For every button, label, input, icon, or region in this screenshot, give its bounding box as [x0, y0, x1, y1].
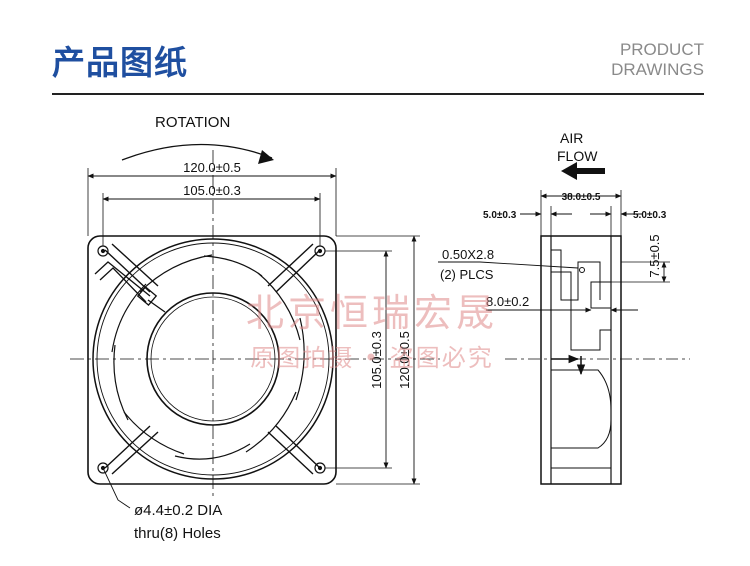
motor-hub: [146, 292, 280, 426]
side-detail-mid: [551, 271, 611, 351]
dim-outer-height: 120.0±0.5: [397, 331, 412, 389]
terminal-leader: [438, 261, 579, 269]
dim-hole-height: 105.0±0.3: [369, 331, 384, 389]
hole-note-line-2: thru(8) Holes: [134, 525, 221, 542]
terminal-note-line-1: 0.50X2.8: [442, 247, 494, 262]
header-divider: [52, 93, 704, 95]
rotation-arc: [121, 143, 273, 161]
dim-hole-width: 105.0±0.3: [183, 183, 241, 198]
motor-hub-inner: [150, 296, 276, 422]
dim-outer-width: 120.0±0.5: [183, 160, 241, 175]
front-view: [70, 143, 440, 509]
lead-cable: [94, 261, 166, 313]
dim-terminal-height: 7.5±0.5: [647, 234, 662, 277]
frame-spokes: [104, 243, 321, 475]
side-detail-lower: [551, 369, 612, 411]
side-detail-upper: [551, 249, 601, 301]
terminal-block: [590, 281, 612, 309]
fan-opening: [92, 238, 334, 480]
side-detail-bottom: [551, 419, 612, 449]
dim-left-offset: 5.0±0.3: [483, 210, 517, 221]
hole-note-line-1: ø4.4±0.2 DIA: [134, 502, 222, 519]
terminal-pin: [579, 267, 585, 273]
airflow-arrow: [561, 162, 605, 180]
rotation-label: ROTATION: [155, 114, 230, 131]
side-view: [438, 190, 690, 485]
airflow-label-line-1: AIR: [560, 130, 583, 146]
fan-blades: [111, 254, 305, 460]
page-subtitle: PRODUCT DRAWINGS: [611, 40, 704, 80]
side-body: [540, 235, 622, 485]
extension-lines: [87, 168, 420, 485]
airflow-label-line-2: FLOW: [557, 148, 598, 164]
fan-opening-inner: [96, 242, 330, 476]
watermark-line-1: 北京恒瑞宏晟: [246, 291, 498, 335]
page-title: 产品图纸: [52, 43, 188, 82]
terminal-note-line-2: (2) PLCS: [440, 267, 494, 282]
mounting-holes: [97, 245, 326, 474]
dim-right-offset: 5.0±0.3: [633, 210, 667, 221]
rotation-arrowhead: [258, 150, 274, 164]
dim-terminal-len: 8.0±0.2: [486, 294, 529, 309]
subtitle-line-2: DRAWINGS: [611, 60, 704, 79]
fan-frame: [87, 235, 337, 485]
hole-leader: [102, 467, 131, 509]
subtitle-line-1: PRODUCT: [619, 40, 704, 59]
dim-depth: 38.0±0.5: [562, 192, 601, 203]
watermark-line-2: 原图拍摄 • 盗图必究: [250, 344, 493, 372]
